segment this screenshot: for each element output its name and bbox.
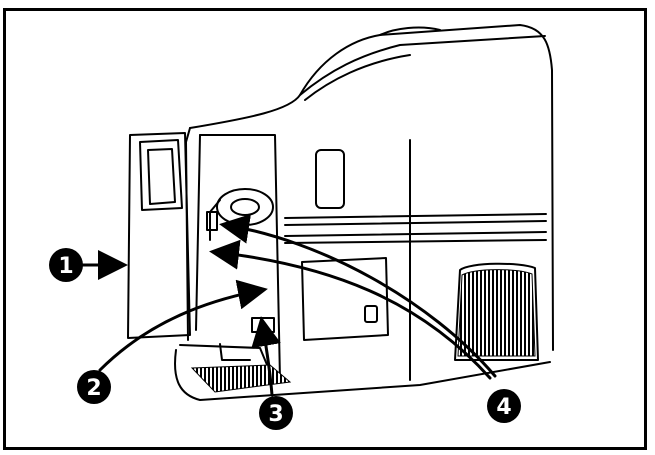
- callout-4: 4: [487, 389, 521, 423]
- arrow-2: [100, 290, 262, 370]
- callout-1: 1: [49, 248, 83, 282]
- callout-2: 2: [77, 370, 111, 404]
- callout-2-label: 2: [86, 376, 101, 401]
- callout-arrows: [82, 225, 495, 395]
- callout-1-label: 1: [58, 254, 73, 279]
- rear-fairing-shading: [458, 270, 535, 356]
- callout-4-label: 4: [496, 395, 511, 420]
- step-shading: [192, 365, 290, 392]
- callout-3-label: 3: [268, 402, 283, 427]
- callout-3: 3: [259, 396, 293, 430]
- arrow-4a: [215, 252, 490, 378]
